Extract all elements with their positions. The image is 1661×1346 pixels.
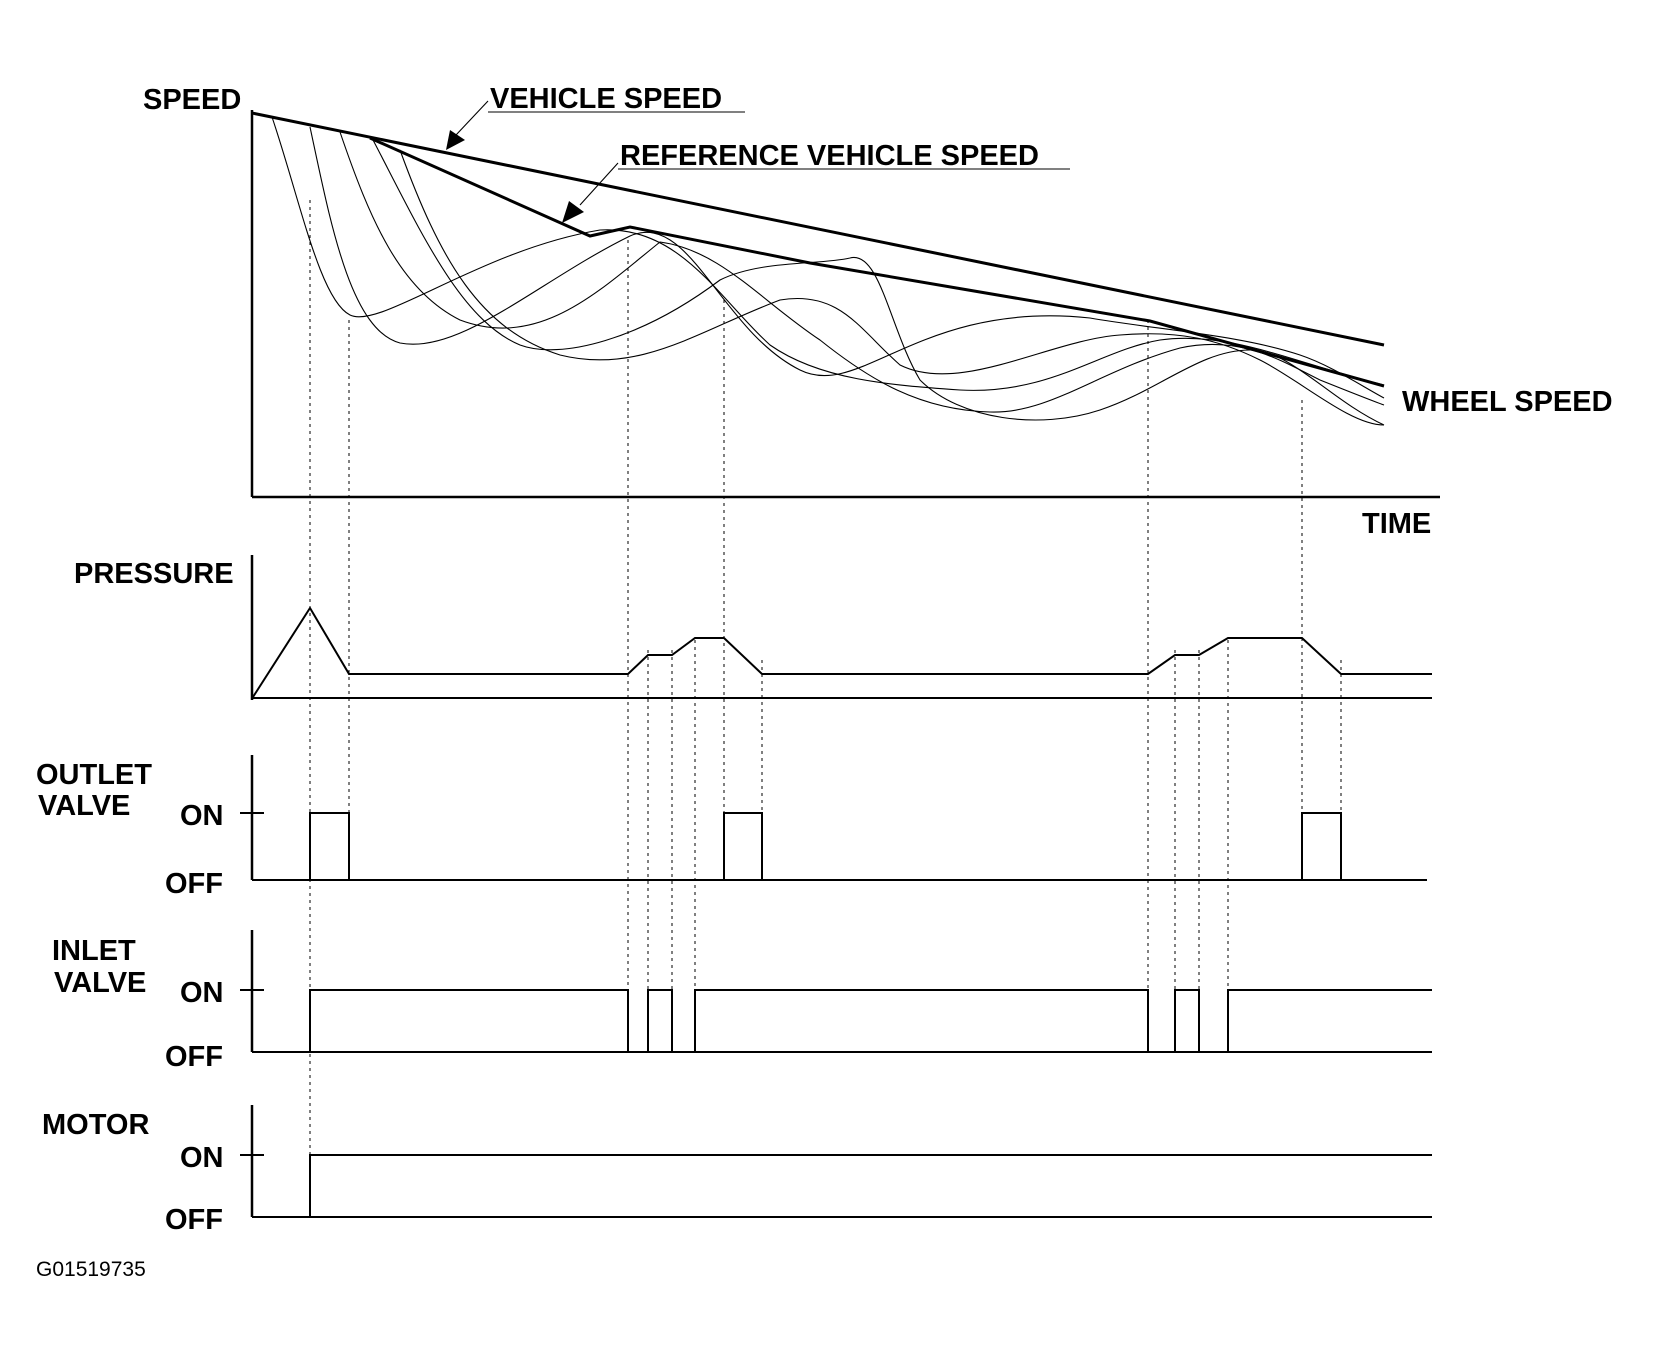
- pressure-trace: [252, 606, 1432, 698]
- inlet-valve-trace: [694, 989, 1149, 1052]
- outlet-on-label: ON: [180, 800, 224, 832]
- reference-vehicle-speed-label: REFERENCE VEHICLE SPEED: [620, 140, 1039, 172]
- timing-guide-lines: [309, 200, 1342, 1210]
- motor-on-label: ON: [180, 1142, 224, 1174]
- vehicle-speed-label: VEHICLE SPEED: [490, 83, 722, 115]
- wheel-speed-curve: [339, 131, 1385, 413]
- pressure-label: PRESSURE: [74, 558, 234, 590]
- inlet-off-label: OFF: [165, 1041, 223, 1073]
- vehicle-speed-arrow: [446, 100, 489, 150]
- reference-speed-arrow: [562, 162, 619, 223]
- inlet-valve-label-line1: INLET: [52, 935, 136, 967]
- inlet-valve-label-line2: VALVE: [54, 967, 146, 999]
- wheel-speed-curves: [271, 116, 1385, 426]
- inlet-valve-trace: [309, 989, 629, 1052]
- wheel-speed-curve: [271, 116, 1385, 391]
- inlet-valve-graph: INLET VALVE ON OFF: [52, 930, 1432, 1073]
- outlet-valve-trace: [723, 812, 763, 880]
- outlet-valve-label-line1: OUTLET: [36, 759, 152, 791]
- outlet-valve-label-line2: VALVE: [38, 790, 130, 822]
- inlet-valve-trace: [1227, 989, 1432, 1052]
- outlet-valve-trace: [1301, 812, 1342, 880]
- outlet-off-label: OFF: [165, 868, 223, 900]
- wheel-speed-label: WHEEL SPEED: [1402, 386, 1613, 418]
- wheel-speed-curve: [371, 137, 1385, 426]
- vehicle-speed-line: [251, 111, 1385, 347]
- motor-graph: MOTOR ON OFF: [42, 1105, 1432, 1236]
- time-axis-label: TIME: [1362, 508, 1431, 540]
- speed-axis-label: SPEED: [143, 84, 241, 116]
- motor-label: MOTOR: [42, 1109, 149, 1141]
- wheel-speed-curve: [399, 149, 1385, 426]
- motor-off-label: OFF: [165, 1204, 223, 1236]
- motor-trace: [309, 1154, 1432, 1217]
- wheel-speed-curve: [309, 126, 1385, 399]
- reference-vehicle-speed-line: [369, 136, 1385, 388]
- speed-graph: SPEED TIME VEHICLE SPEED REFERENCE VEHIC…: [143, 83, 1613, 540]
- inlet-valve-trace: [1174, 989, 1200, 1052]
- figure-code: G01519735: [36, 1258, 146, 1281]
- inlet-valve-trace: [647, 989, 673, 1052]
- inlet-on-label: ON: [180, 977, 224, 1009]
- pressure-graph: PRESSURE: [74, 555, 1432, 700]
- outlet-valve-graph: OUTLET VALVE ON OFF: [36, 755, 1427, 900]
- outlet-valve-trace: [309, 812, 350, 880]
